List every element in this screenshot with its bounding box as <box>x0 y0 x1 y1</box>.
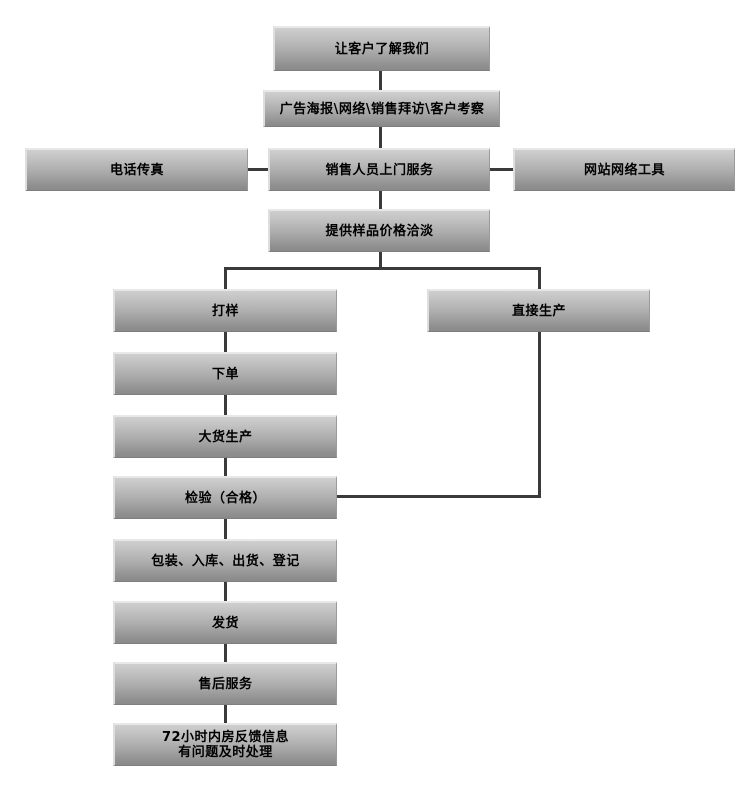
connector-n2-to-n4 <box>379 127 382 149</box>
connector-n4-to-n6 <box>379 191 382 210</box>
flow-node-label: 下单 <box>211 366 239 382</box>
flow-node-label: 让客户了解我们 <box>334 41 430 57</box>
connector-n1-to-n2 <box>379 71 382 91</box>
flow-node-label: 包装、入库、出货、登记 <box>151 553 300 569</box>
flow-node-label: 72小时内房反馈信息 有问题及时处理 <box>161 730 290 760</box>
flow-node-n3[interactable]: 电话传真 <box>25 148 248 191</box>
flow-node-label: 提供样品价格洽淡 <box>325 223 434 239</box>
flow-node-label: 检验（合格） <box>184 490 266 506</box>
flow-node-n15[interactable]: 72小时内房反馈信息 有问题及时处理 <box>113 723 337 766</box>
connector-n4-to-n5 <box>490 168 514 171</box>
flow-node-label: 电话传真 <box>109 162 164 178</box>
connector-branch-to-n7 <box>224 267 227 290</box>
connector-return-to-n11 <box>337 495 541 498</box>
flow-node-label: 大货生产 <box>198 429 253 445</box>
flow-node-n14[interactable]: 售后服务 <box>113 662 337 705</box>
connector-n14-to-n15 <box>224 705 227 724</box>
connector-n12-to-n13 <box>224 582 227 602</box>
connector-branch-to-n8 <box>538 267 541 290</box>
flow-node-n5[interactable]: 网站网络工具 <box>513 148 735 191</box>
flow-node-label: 发货 <box>211 615 239 631</box>
flow-node-label: 直接生产 <box>511 303 566 319</box>
flow-node-n8[interactable]: 直接生产 <box>427 289 650 332</box>
flow-node-label: 售后服务 <box>198 676 253 692</box>
flow-node-n1[interactable]: 让客户了解我们 <box>273 26 490 71</box>
flow-node-n9[interactable]: 下单 <box>113 352 337 395</box>
flow-node-n10[interactable]: 大货生产 <box>113 415 337 458</box>
connector-n6-down-to-branch <box>379 252 382 270</box>
flow-node-n12[interactable]: 包装、入库、出货、登记 <box>113 539 337 582</box>
connector-n11-to-n12 <box>224 519 227 540</box>
flow-node-n4[interactable]: 销售人员上门服务 <box>268 148 490 191</box>
flow-node-n13[interactable]: 发货 <box>113 601 337 644</box>
flow-node-label: 广告海报\网络\销售拜访\客户考察 <box>279 101 485 117</box>
flow-node-n7[interactable]: 打样 <box>113 289 337 332</box>
connector-branch-horizontal <box>224 267 541 270</box>
connector-n3-to-n4 <box>248 168 269 171</box>
connector-n10-to-n11 <box>224 458 227 477</box>
flow-node-n2[interactable]: 广告海报\网络\销售拜访\客户考察 <box>263 90 500 127</box>
flow-node-n11[interactable]: 检验（合格） <box>113 476 337 519</box>
flow-node-label: 打样 <box>211 303 239 319</box>
connector-n9-to-n10 <box>224 395 227 416</box>
flow-node-n6[interactable]: 提供样品价格洽淡 <box>268 209 490 252</box>
connector-n8-down-return <box>538 332 541 498</box>
connector-n13-to-n14 <box>224 644 227 663</box>
flow-node-label: 网站网络工具 <box>583 162 665 178</box>
flow-node-label: 销售人员上门服务 <box>325 162 434 178</box>
connector-n7-to-n9 <box>224 332 227 353</box>
